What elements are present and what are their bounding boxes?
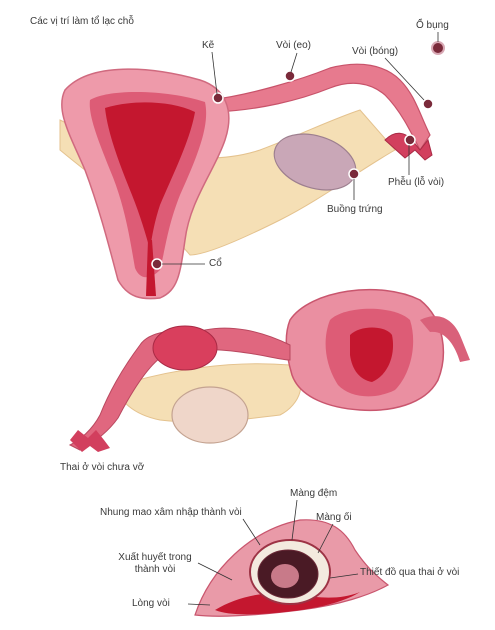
label-ovary: Buồng trứng bbox=[327, 204, 383, 215]
cervical-canal bbox=[146, 240, 156, 296]
marker-abdominal bbox=[431, 41, 445, 55]
label-isthmus: Vòi (eo) bbox=[276, 40, 312, 51]
label-amnion: Màng ối bbox=[316, 512, 352, 523]
marker-isthmus bbox=[284, 70, 296, 82]
uterus-diagram bbox=[59, 63, 433, 300]
fallopian-tube bbox=[209, 63, 431, 152]
label-villi-invasion: Nhung mao xâm nhập thành vòi bbox=[100, 507, 242, 518]
uterus-section-cavity bbox=[350, 327, 394, 382]
label-abdominal: Ổ bụng bbox=[416, 20, 449, 31]
label-cross-section: Thiết đồ qua thai ở vòi bbox=[360, 567, 460, 578]
marker-cervix bbox=[151, 258, 163, 270]
leader-lines-top bbox=[162, 32, 439, 265]
embryo bbox=[271, 564, 299, 588]
marker-ampulla bbox=[422, 98, 434, 110]
label-interstitial: Kẽ bbox=[202, 40, 215, 51]
label-intramural-hemorrhage: Xuất huyết trong thành vòi bbox=[118, 552, 192, 575]
leader-lines-bottom bbox=[187, 499, 359, 606]
tube-cross-section bbox=[194, 519, 390, 617]
ovary-middle bbox=[171, 386, 249, 444]
marker-interstitial bbox=[212, 92, 224, 104]
label-infundibulum: Phễu (lỗ vòi) bbox=[388, 177, 445, 188]
label-cervix: Cổ bbox=[209, 258, 222, 269]
label-ampulla: Vòi (bóng) bbox=[352, 46, 399, 57]
fimbriae-middle bbox=[70, 430, 110, 452]
label-tube-lumen: Lòng vòi bbox=[132, 598, 170, 609]
tubal-swelling bbox=[152, 325, 218, 371]
figure-title: Các vị trí làm tổ lạc chỗ bbox=[30, 16, 134, 27]
tubal-pregnancy-diagram bbox=[68, 288, 470, 452]
label-chorion: Màng đệm bbox=[290, 488, 338, 499]
right-tube bbox=[420, 316, 470, 362]
marker-fimbria bbox=[404, 134, 416, 146]
marker-ovary bbox=[348, 168, 360, 180]
caption-unruptured-tubal-pregnancy: Thai ở vòi chưa vỡ bbox=[60, 462, 145, 473]
uterine-cavity bbox=[105, 102, 195, 250]
